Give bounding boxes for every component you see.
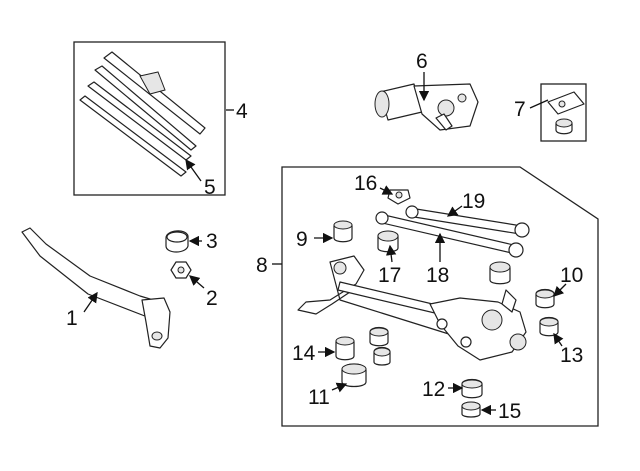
callout-18: 18 — [426, 264, 449, 287]
callout-2: 2 — [206, 287, 218, 310]
bracket-plate[interactable] — [547, 91, 585, 115]
callout-14: 14 — [292, 342, 316, 365]
wiper-refill[interactable] — [79, 81, 192, 177]
leader-19 — [446, 205, 463, 217]
bushing-17[interactable] — [377, 230, 399, 253]
linkage-frame[interactable] — [297, 255, 527, 361]
grommet-16[interactable] — [387, 189, 411, 205]
bushing-9[interactable] — [333, 220, 353, 243]
bracket-box-outline — [540, 83, 587, 142]
callout-6: 6 — [416, 50, 428, 73]
callout-15: 15 — [498, 400, 521, 423]
leader-16 — [379, 185, 394, 195]
arm-nut[interactable] — [170, 261, 192, 279]
leader-lines — [83, 72, 567, 416]
wiper-arm[interactable] — [21, 227, 171, 349]
bracket-grommet[interactable] — [555, 118, 573, 135]
callout-13: 13 — [560, 344, 583, 367]
arm-cap[interactable] — [165, 230, 189, 253]
bushing-11[interactable] — [341, 363, 367, 388]
callout-4: 4 — [236, 100, 248, 123]
linkage-box-outline — [281, 166, 599, 427]
leader-2 — [189, 275, 205, 289]
callout-1: 1 — [66, 307, 78, 330]
callout-19: 19 — [462, 190, 485, 213]
callout-17: 17 — [378, 264, 401, 287]
wiper-blade-box — [73, 41, 226, 196]
callout-10: 10 — [560, 264, 583, 287]
callout-12: 12 — [422, 378, 445, 401]
blade-box-outline — [73, 41, 226, 196]
link-rod-19[interactable] — [405, 205, 530, 238]
leader-11 — [331, 382, 348, 393]
leader-13 — [553, 332, 564, 347]
callouts: 4 5 6 7 8 1 3 2 9 16 19 17 18 10 13 14 1… — [66, 50, 583, 423]
leader-7 — [529, 99, 549, 109]
wiper-motor[interactable] — [374, 83, 479, 131]
leader-10 — [553, 283, 567, 297]
callout-7: 7 — [514, 98, 526, 121]
bushing-15[interactable] — [461, 401, 481, 418]
leader-5 — [185, 158, 202, 182]
callout-8: 8 — [256, 254, 268, 277]
bushing-center[interactable] — [489, 261, 511, 285]
leader-1 — [83, 291, 98, 313]
callout-11: 11 — [308, 386, 330, 409]
motor-bracket — [540, 83, 587, 142]
link-rod-18[interactable] — [375, 211, 524, 258]
bushing-pair-upper[interactable] — [369, 326, 391, 366]
callout-9: 9 — [296, 228, 308, 251]
wiper-blade[interactable] — [94, 51, 206, 151]
callout-3: 3 — [206, 230, 218, 253]
callout-5: 5 — [204, 176, 216, 199]
bushing-13[interactable] — [539, 316, 559, 337]
bushing-14[interactable] — [335, 336, 355, 361]
callout-16: 16 — [354, 172, 377, 195]
leader-17 — [385, 244, 397, 263]
bushing-10[interactable] — [535, 288, 555, 309]
bushing-12[interactable] — [461, 378, 483, 399]
